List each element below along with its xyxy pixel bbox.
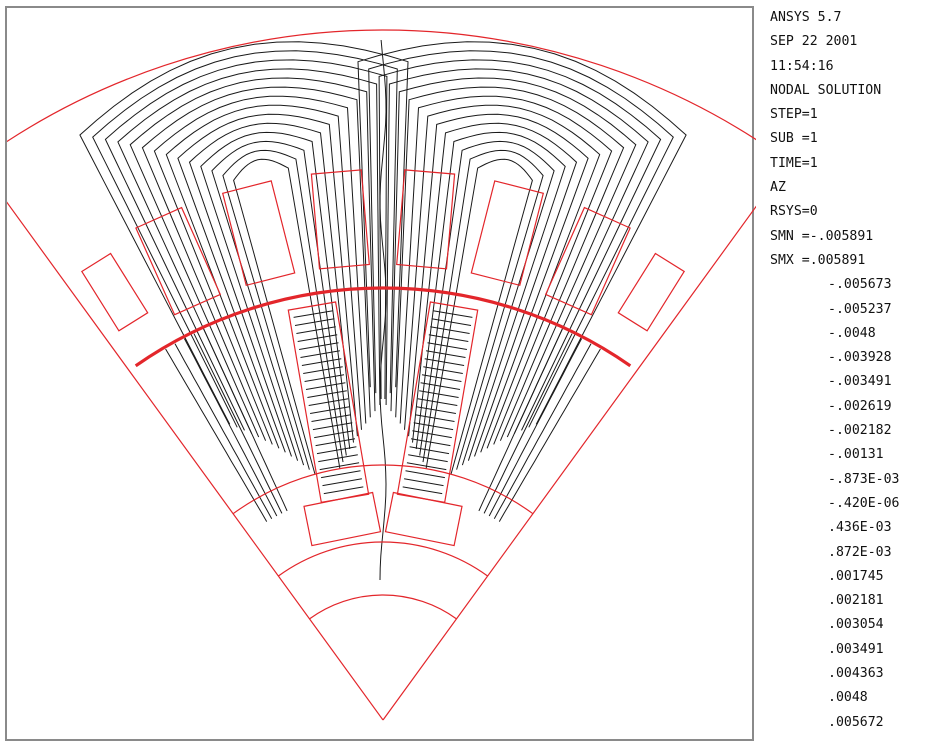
edge-contour [498, 348, 601, 522]
substep-label: SUB =1 [770, 131, 818, 147]
rotor-arc-0 [309, 594, 457, 620]
run-date: SEP 22 2001 [770, 34, 858, 50]
solution-type: NODAL SOLUTION [770, 82, 882, 98]
legend-value: -.0048 [828, 325, 876, 341]
flux-contour [399, 95, 613, 445]
edge-contour [203, 328, 288, 512]
flux-contour [419, 140, 555, 466]
air-gap-arc [134, 286, 632, 368]
flux-contour-lines [79, 39, 687, 581]
legend-value: -.420E-06 [828, 495, 900, 511]
flux-contour [378, 59, 662, 431]
flux-contour [117, 68, 381, 434]
flux-contour [79, 41, 409, 425]
edge-contour [174, 343, 273, 519]
edge-contour [478, 328, 563, 512]
rotor-bar-hatch [405, 470, 445, 479]
stator-slot-2 [310, 169, 370, 270]
flux-contour [129, 77, 376, 438]
legend-value: -.002619 [828, 398, 892, 414]
legend-value: .0048 [828, 690, 868, 706]
sector-left-edge [7, 201, 384, 721]
edge-contour [483, 333, 573, 514]
stator-slot-5 [544, 206, 631, 316]
stator-slot-1 [221, 180, 296, 287]
flux-contour [104, 59, 388, 431]
flux-contour [390, 77, 637, 438]
flux-contour [385, 68, 649, 434]
legend-value: -.002182 [828, 423, 892, 439]
flux-contour [141, 86, 371, 441]
rotor-bar-0 [287, 301, 370, 503]
legend-value: .002181 [828, 593, 884, 609]
stator-outer-arc [7, 29, 756, 143]
rotor-bar-hatch [321, 470, 361, 479]
legend-value: -.005673 [828, 277, 892, 293]
rotor-arc-1 [278, 541, 488, 577]
rsys-label: RSYS=0 [770, 204, 818, 220]
flux-contour [200, 131, 351, 461]
legend-value: -.873E-03 [828, 471, 900, 487]
edge-contour [183, 338, 278, 517]
stator-edge-slot-0 [80, 252, 149, 332]
info-panel: ANSYS 5.7 SEP 22 2001 11:54:16 NODAL SOL… [770, 6, 930, 735]
flux-contour [177, 113, 358, 453]
flux-contour [211, 140, 347, 466]
legend-value: .003491 [828, 641, 884, 657]
min-value: SMN =-.005891 [770, 228, 874, 244]
rotor-bar-hatch [323, 486, 364, 495]
flux-contour [408, 113, 589, 453]
flux-contour [412, 122, 578, 457]
flux-contour [153, 95, 367, 445]
step-label: STEP=1 [770, 107, 818, 123]
flux-contour [92, 50, 398, 428]
max-value: SMX =.005891 [770, 252, 866, 268]
edge-contour [493, 343, 592, 519]
dof-label: AZ [770, 180, 786, 196]
rotor-bar-hatch [322, 478, 362, 487]
rotor-arc-2 [232, 464, 534, 515]
legend-value: .004363 [828, 666, 884, 682]
rotor-pocket-1 [384, 491, 463, 547]
rotor-bar-hatch [404, 478, 444, 487]
legend-value: -.003491 [828, 374, 892, 390]
time-label: TIME=1 [770, 155, 818, 171]
plot-area [5, 6, 756, 741]
legend-value: .872E-03 [828, 544, 892, 560]
legend-value: -.005237 [828, 301, 892, 317]
edge-contour [193, 333, 283, 514]
stator-slot-4 [470, 180, 545, 287]
run-time: 11:54:16 [770, 58, 834, 74]
rotor-bar-hatch [402, 486, 443, 495]
contour-plot [7, 29, 756, 721]
flux-contour [233, 158, 341, 475]
legend-value: -.003928 [828, 350, 892, 366]
zero-flux-line [379, 39, 387, 581]
flux-contour [425, 158, 533, 475]
contour-legend: -.005673 -.005237 -.0048 -.003928 -.0034… [770, 273, 930, 735]
stator-edge-slot-1 [617, 252, 686, 332]
flux-contour [368, 50, 674, 428]
rotor-pocket-0 [303, 491, 382, 547]
edge-contour [165, 348, 268, 522]
legend-value: -.00131 [828, 447, 884, 463]
program-version: ANSYS 5.7 [770, 10, 842, 25]
flux-contour [395, 86, 625, 441]
sector-right-edge [382, 205, 756, 721]
flux-contour [188, 122, 354, 457]
flux-contour [357, 41, 687, 425]
legend-value: .003054 [828, 617, 884, 633]
flux-contour [415, 131, 566, 461]
edge-contour [488, 338, 583, 517]
legend-value: .436E-03 [828, 520, 892, 536]
machine-geometry-outline [7, 29, 756, 721]
stator-slot-3 [396, 169, 456, 270]
stator-slot-0 [135, 206, 222, 316]
legend-value: .001745 [828, 568, 884, 584]
legend-value: .005672 [828, 714, 884, 730]
